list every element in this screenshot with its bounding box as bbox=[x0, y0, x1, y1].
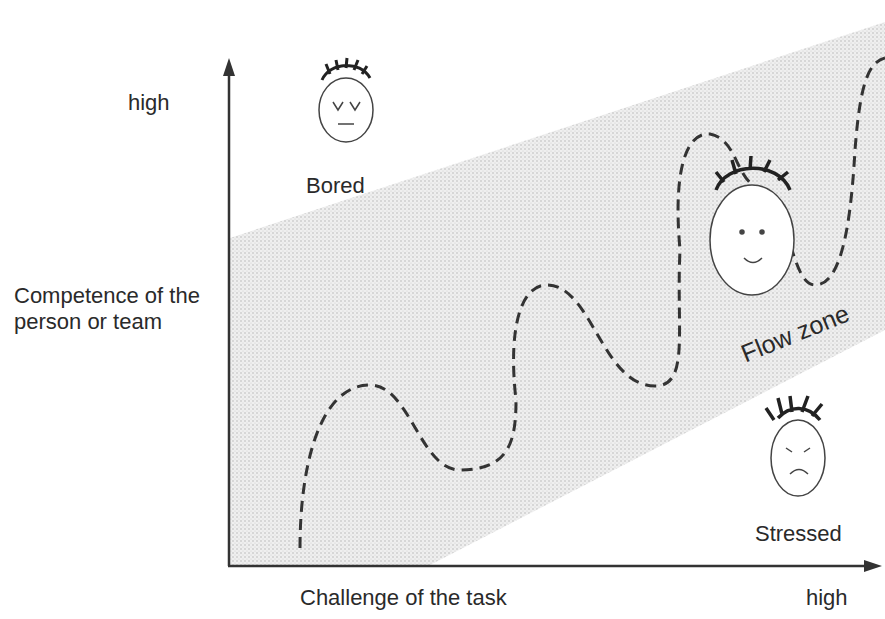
x-arrowhead bbox=[864, 560, 882, 572]
x-axis bbox=[228, 565, 868, 568]
stressed-face bbox=[766, 396, 825, 496]
face-caption: Stressed bbox=[755, 521, 842, 547]
y-axis bbox=[228, 72, 231, 566]
axis-title: Competence of the person or team bbox=[14, 283, 214, 336]
axes bbox=[228, 72, 868, 566]
axis-title: Challenge of the task bbox=[300, 585, 507, 611]
flow-face bbox=[710, 156, 794, 295]
flow-band bbox=[230, 22, 885, 565]
y-arrowhead bbox=[223, 58, 235, 76]
face-caption: Bored bbox=[306, 173, 365, 199]
axis-high-label: high bbox=[806, 585, 848, 611]
bored-face bbox=[319, 58, 373, 142]
progress-curve bbox=[300, 58, 885, 548]
axis-high-label: high bbox=[128, 90, 170, 116]
